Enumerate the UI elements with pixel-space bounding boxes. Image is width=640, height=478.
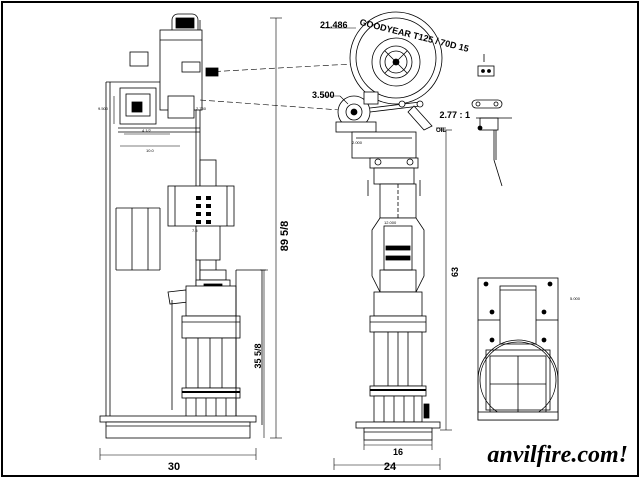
dim-ratio: 2.77 : 1 bbox=[439, 110, 470, 120]
tire bbox=[349, 11, 443, 105]
dim-small-2: 2.750 bbox=[196, 106, 207, 111]
dim-wheel: 3.500 bbox=[312, 90, 335, 100]
dim-base-width-front: 24 bbox=[384, 461, 397, 473]
front-view-dimensions bbox=[322, 27, 452, 470]
dim-small-5: 7.5 bbox=[192, 228, 198, 233]
dim-height-side: 63 bbox=[450, 267, 460, 277]
oil-label: OIL bbox=[436, 128, 446, 134]
dim-small-7: 12.000 bbox=[384, 220, 397, 225]
dim-small-3: 4 1/2 bbox=[142, 128, 152, 133]
dim-tire-size: 21.486 bbox=[320, 20, 348, 30]
dim-height-total: 89 5/8 bbox=[279, 221, 291, 252]
dim-small-1: 9.500 bbox=[98, 106, 109, 111]
detail-parts bbox=[471, 54, 559, 421]
front-view bbox=[335, 11, 443, 441]
dim-small-8: 5.000 bbox=[570, 296, 581, 301]
dim-base-width-side: 30 bbox=[168, 461, 180, 473]
side-view bbox=[99, 13, 263, 439]
dim-height-column: 35 5/8 bbox=[253, 343, 263, 368]
dim-small-6: 2.000 bbox=[352, 140, 363, 145]
dim-base-inner-front: 16 bbox=[393, 447, 403, 457]
side-view-dimensions bbox=[99, 17, 353, 460]
dim-small-4: 10.0 bbox=[146, 148, 155, 153]
watermark: anvilfire.com! bbox=[487, 442, 628, 468]
